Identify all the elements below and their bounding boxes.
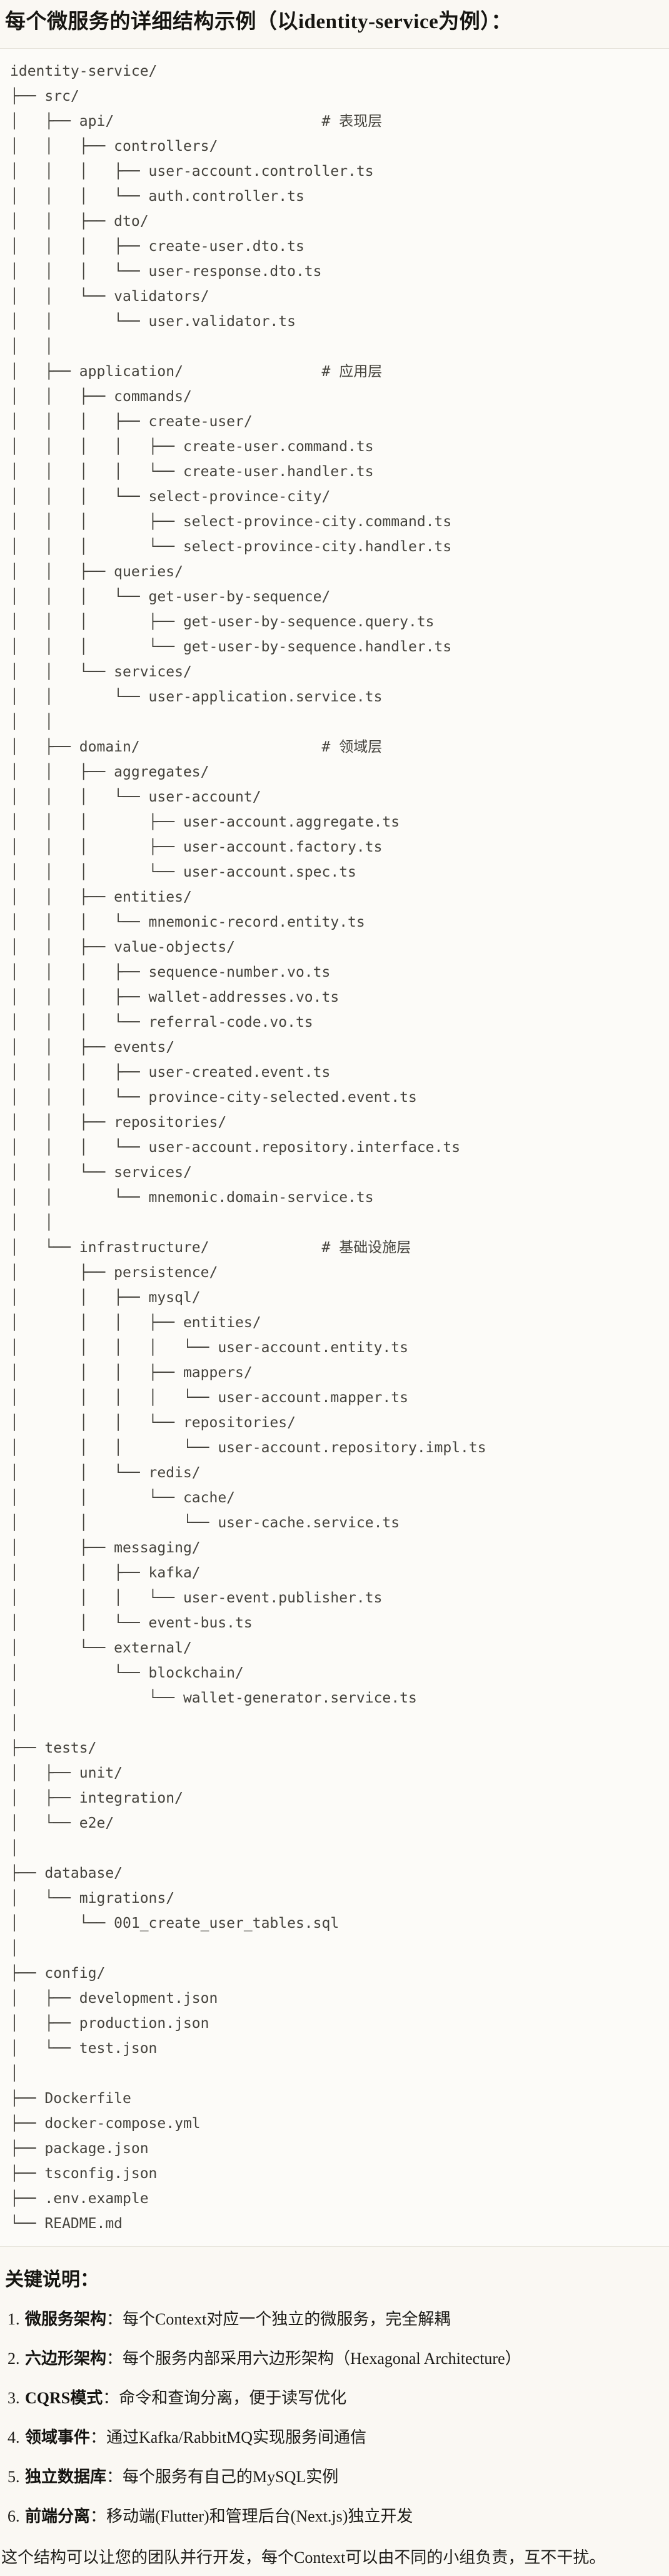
- notes-list: 微服务架构：每个Context对应一个独立的微服务，完全解耦六边形架构：每个服务…: [0, 2309, 669, 2527]
- note-text: ：移动端(Flutter)和管理后台(Next.js)独立开发: [90, 2507, 413, 2525]
- note-label: 前端分离: [25, 2507, 91, 2525]
- code-block: identity-service/ ├── src/ │ ├── api/ # …: [0, 48, 669, 2247]
- note-item: CQRS模式：命令和查询分离，便于读写优化: [24, 2388, 669, 2408]
- closing-paragraph: 这个结构可以让您的团队并行开发，每个Context可以由不同的小组负责，互不干扰…: [1, 2548, 606, 2567]
- note-label: 独立数据库: [25, 2468, 107, 2486]
- file-tree: identity-service/ ├── src/ │ ├── api/ # …: [10, 63, 486, 2232]
- note-label: CQRS模式: [25, 2389, 103, 2407]
- note-text: ：命令和查询分离，便于读写优化: [103, 2389, 347, 2407]
- note-item: 前端分离：移动端(Flutter)和管理后台(Next.js)独立开发: [24, 2506, 669, 2527]
- notes-heading: 关键说明：: [5, 2269, 99, 2290]
- note-item: 独立数据库：每个服务有自己的MySQL实例: [24, 2467, 669, 2487]
- note-label: 六边形架构: [25, 2349, 107, 2368]
- note-text: ：通过Kafka/RabbitMQ实现服务间通信: [90, 2428, 366, 2446]
- note-text: ：每个服务内部采用六边形架构（Hexagonal Architecture）: [106, 2349, 521, 2368]
- note-text: ：每个服务有自己的MySQL实例: [106, 2468, 339, 2486]
- note-label: 微服务架构: [25, 2310, 107, 2328]
- page-title: 每个微服务的详细结构示例（以identity-service为例）：: [5, 11, 512, 33]
- note-item: 领域事件：通过Kafka/RabbitMQ实现服务间通信: [24, 2427, 669, 2448]
- note-label: 领域事件: [25, 2428, 91, 2446]
- note-text: ：每个Context对应一个独立的微服务，完全解耦: [106, 2310, 451, 2328]
- note-item: 微服务架构：每个Context对应一个独立的微服务，完全解耦: [24, 2309, 669, 2329]
- note-item: 六边形架构：每个服务内部采用六边形架构（Hexagonal Architectu…: [24, 2348, 669, 2369]
